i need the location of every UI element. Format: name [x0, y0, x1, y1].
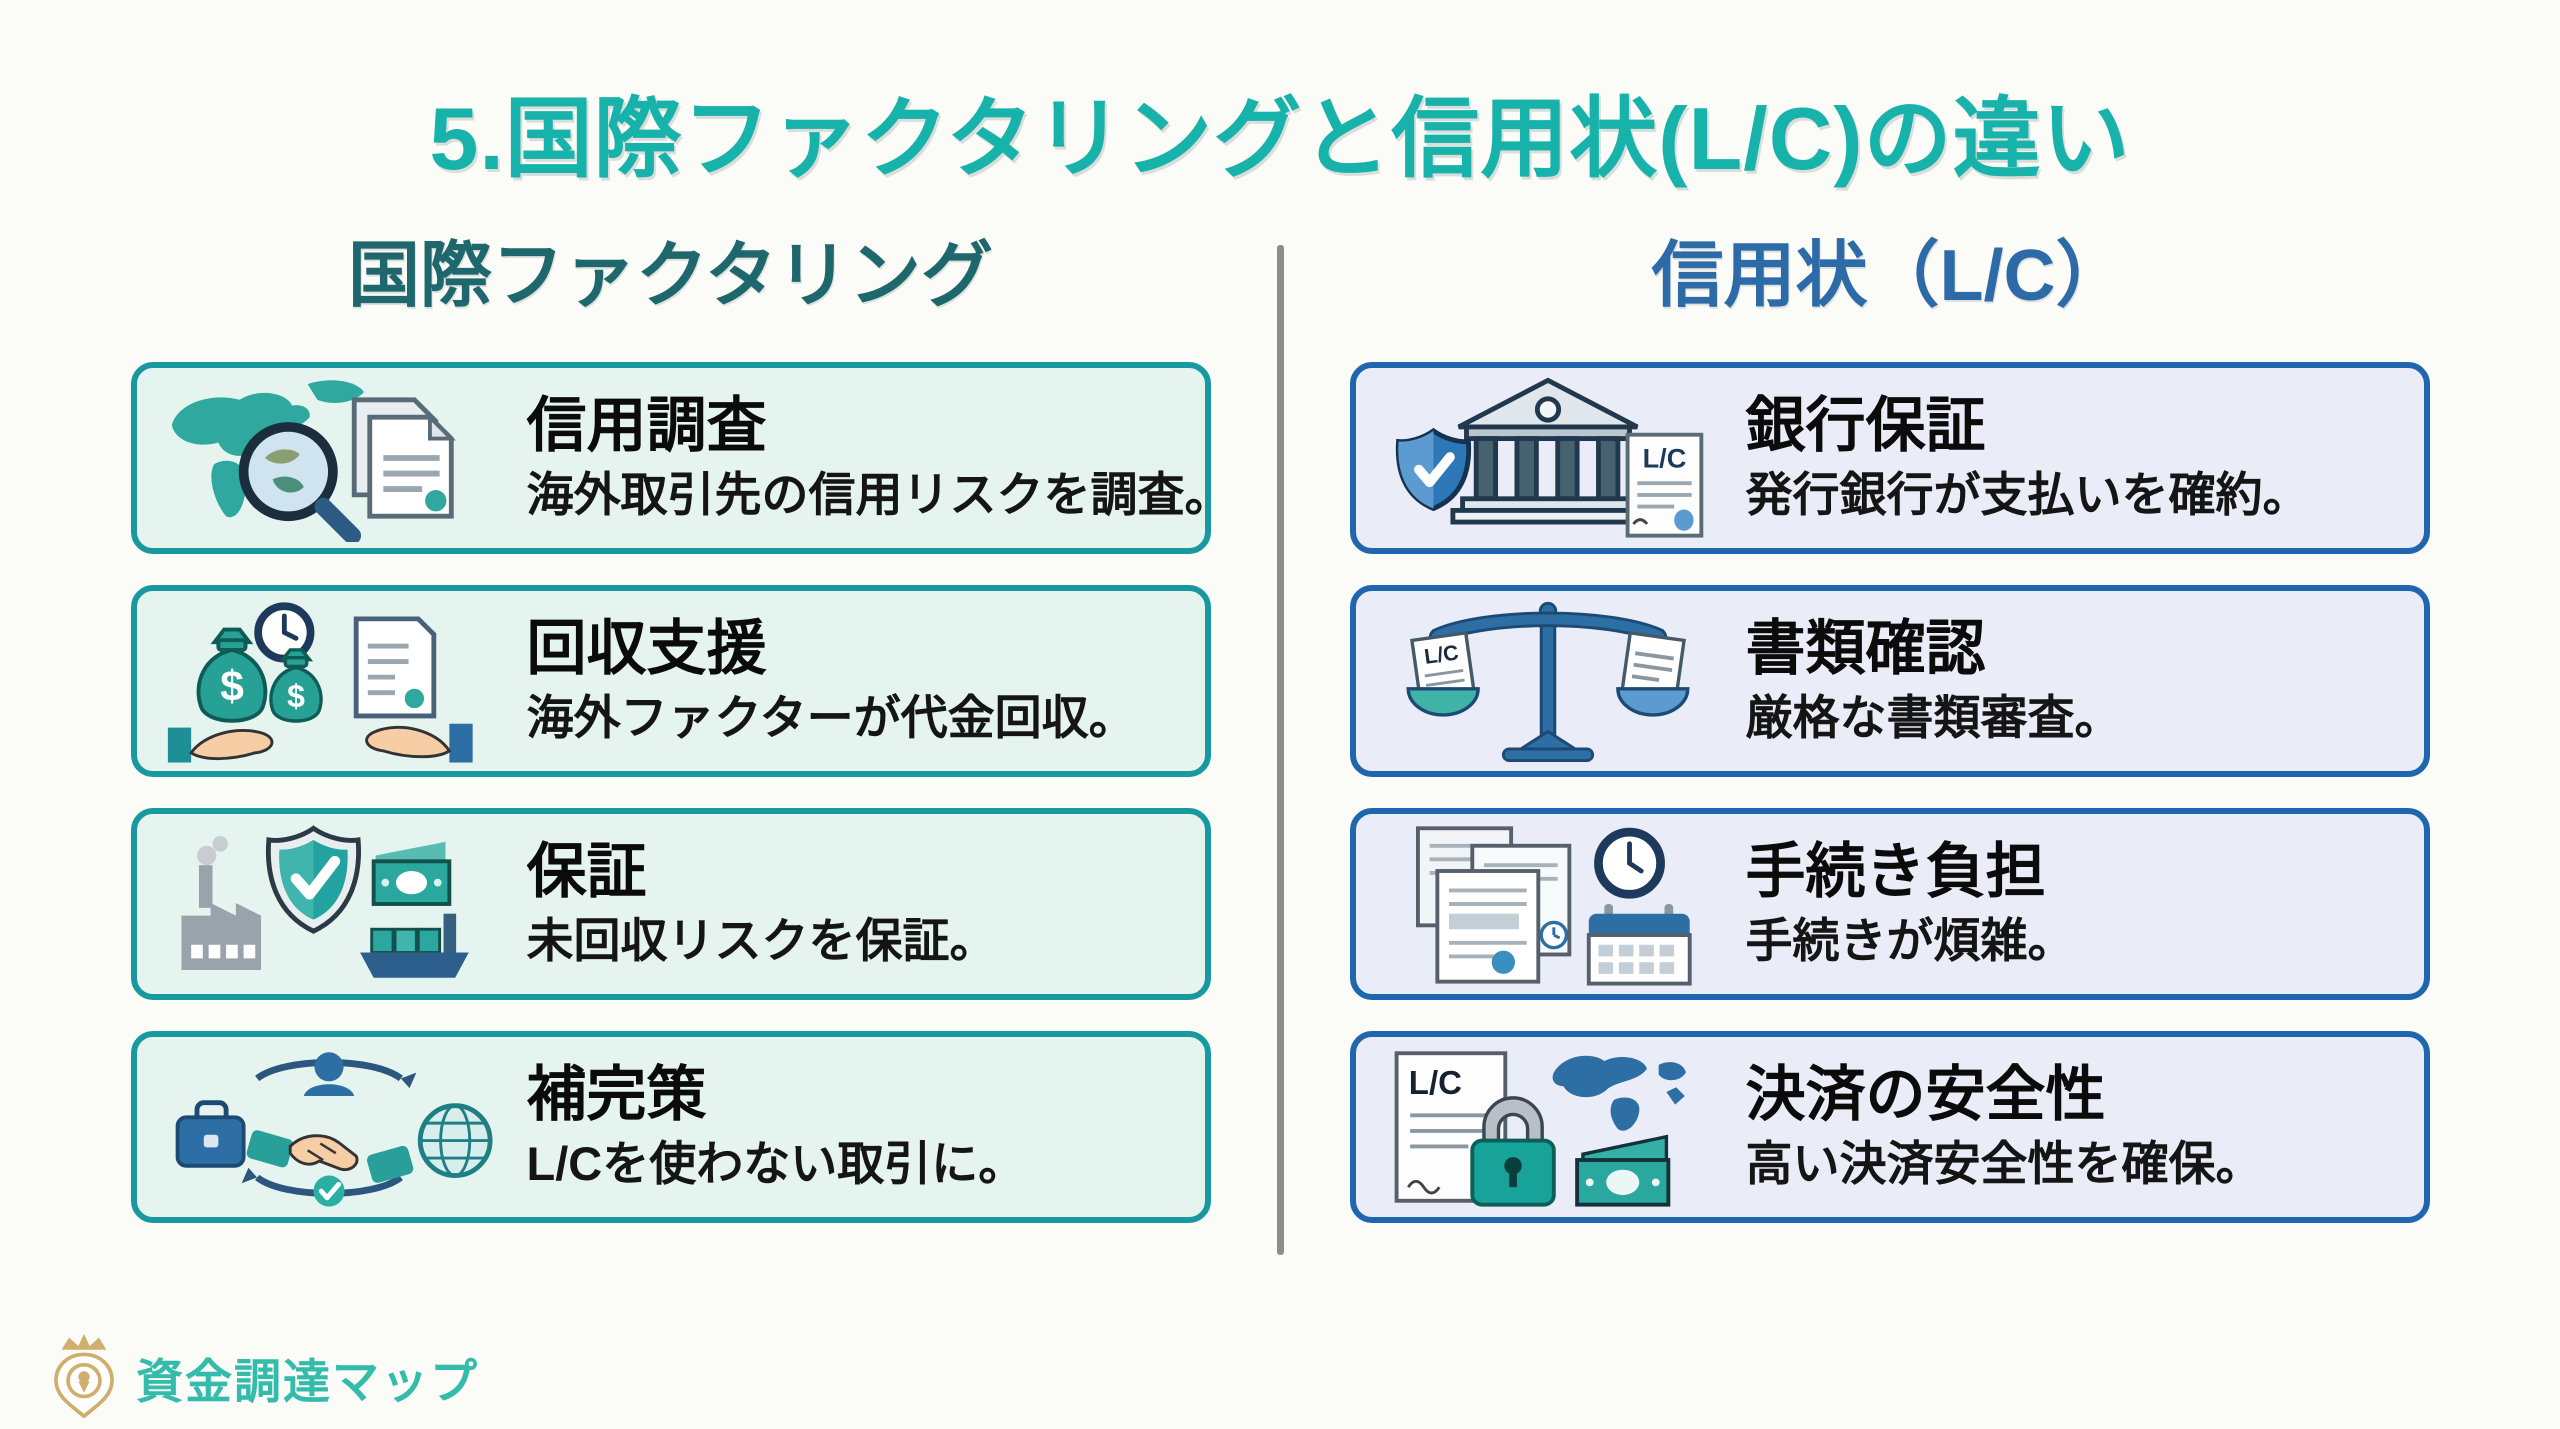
card-settlement-safety: L/C: [1349, 1030, 2430, 1223]
column-divider: [1276, 245, 1284, 1255]
card-description: 海外ファクターが代金回収。: [526, 691, 1136, 745]
card-collection-support: $ $: [130, 584, 1211, 777]
card-text: 補完策 L/Cを使わない取引に。: [527, 1063, 1026, 1190]
card-description: 発行銀行が支払いを確約。: [1745, 468, 2310, 522]
card-bank-guarantee: L/C 銀行保証 発行銀行が支払いを確約。: [1349, 361, 2430, 554]
card-text: 銀行保証 発行銀行が支払いを確約。: [1746, 394, 2310, 521]
card-text: 手続き負担 手続きが煩雑。: [1746, 840, 2075, 967]
svg-text:L/C: L/C: [1408, 1064, 1461, 1101]
crown-map-pin-icon: [46, 1332, 122, 1423]
card-title: 信用調査: [526, 392, 767, 460]
documents-clock-calendar-icon: [1378, 818, 1718, 990]
card-description: 手続きが煩雑。: [1745, 914, 2075, 968]
site-logo: 資金調達マップ: [46, 1332, 479, 1423]
card-complementary-measure: 補完策 L/Cを使わない取引に。: [130, 1030, 1211, 1223]
svg-text:$: $: [220, 662, 244, 710]
card-title: 決済の安全性: [1745, 1061, 2106, 1129]
card-title: 手続き負担: [1745, 838, 2046, 906]
right-column-header: 信用状（L/C）: [1651, 236, 2128, 316]
card-description: L/Cを使わない取引に。: [526, 1137, 1026, 1191]
factory-shield-check-ship-icon: [159, 818, 499, 990]
card-description: 未回収リスクを保証。: [526, 914, 997, 968]
comparison-columns: 国際ファクタリング: [0, 235, 2560, 1255]
site-logo-text: 資金調達マップ: [136, 1355, 479, 1408]
svg-text:L/C: L/C: [1642, 443, 1686, 474]
left-column-header: 国際ファクタリング: [347, 236, 994, 316]
card-text: 書類確認 厳格な書類審査。: [1746, 617, 2122, 744]
card-text: 保証 未回収リスクを保証。: [527, 840, 997, 967]
card-text: 決済の安全性 高い決済安全性を確保。: [1746, 1063, 2263, 1190]
card-title: 保証: [526, 838, 647, 906]
card-title: 銀行保証: [1745, 392, 1986, 460]
svg-text:$: $: [287, 678, 305, 714]
card-credit-research: 信用調査 海外取引先の信用リスクを調査。: [130, 361, 1232, 554]
column-international-factoring: 国際ファクタリング: [130, 235, 1232, 1223]
card-title: 補完策: [526, 1061, 707, 1129]
card-title: 回収支援: [526, 615, 767, 683]
card-description: 海外取引先の信用リスクを調査。: [526, 468, 1232, 522]
column-letter-of-credit: 信用状（L/C）: [1349, 235, 2430, 1223]
world-map-magnifier-documents-icon: [159, 372, 499, 544]
handshake-cycle-globe-icon: [159, 1041, 499, 1213]
money-bags-clock-hands-icon: $ $: [159, 595, 499, 767]
bank-shield-lc-document-icon: L/C: [1378, 372, 1718, 544]
card-description: 厳格な書類審査。: [1745, 691, 2122, 745]
card-text: 信用調査 海外取引先の信用リスクを調査。: [526, 392, 1232, 522]
svg-text:L/C: L/C: [1422, 640, 1459, 669]
balance-scale-lc-documents-icon: L/C: [1378, 595, 1718, 767]
card-text: 回収支援 海外ファクターが代金回収。: [527, 617, 1136, 744]
card-document-check: L/C 書類確認 厳格な書類審査。: [1349, 584, 2430, 777]
card-title: 書類確認: [1745, 615, 1986, 683]
card-description: 高い決済安全性を確保。: [1745, 1137, 2263, 1191]
lc-padlock-worldmap-money-icon: L/C: [1378, 1041, 1718, 1213]
page-title: 5.国際ファクタリングと信用状(L/C)の違い: [429, 89, 2131, 188]
card-guarantee: 保証 未回収リスクを保証。: [130, 807, 1211, 1000]
card-procedure-burden: 手続き負担 手続きが煩雑。: [1349, 807, 2430, 1000]
